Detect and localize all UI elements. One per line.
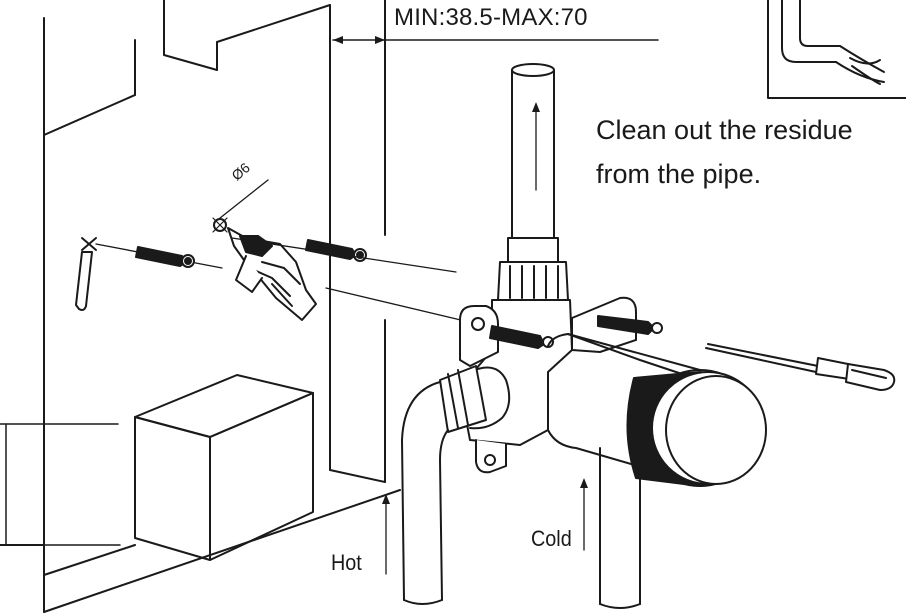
screws [489, 315, 663, 349]
hot-label: Hot [331, 550, 362, 575]
knurled-knob [626, 371, 767, 487]
hot-pipe [382, 365, 511, 605]
top-pipe [497, 63, 569, 301]
cold-cylinder [547, 333, 767, 609]
instruction-text-line2: from the pipe. [596, 159, 762, 189]
wall [0, 0, 401, 613]
marker-peg [75, 237, 97, 311]
height-dimension [0, 423, 121, 546]
instruction-text-line1: Clean out the residue [596, 115, 853, 145]
cold-label: Cold [531, 526, 572, 551]
inset-detail-box [767, 0, 906, 99]
clearance-label: MIN:38.5-MAX:70 [394, 4, 588, 31]
anchor-middle [231, 237, 487, 327]
drill [212, 179, 317, 321]
clearance-dimension [332, 36, 659, 44]
anchor-left [95, 243, 223, 269]
wall-box [134, 374, 314, 561]
screwdriver [705, 343, 896, 391]
